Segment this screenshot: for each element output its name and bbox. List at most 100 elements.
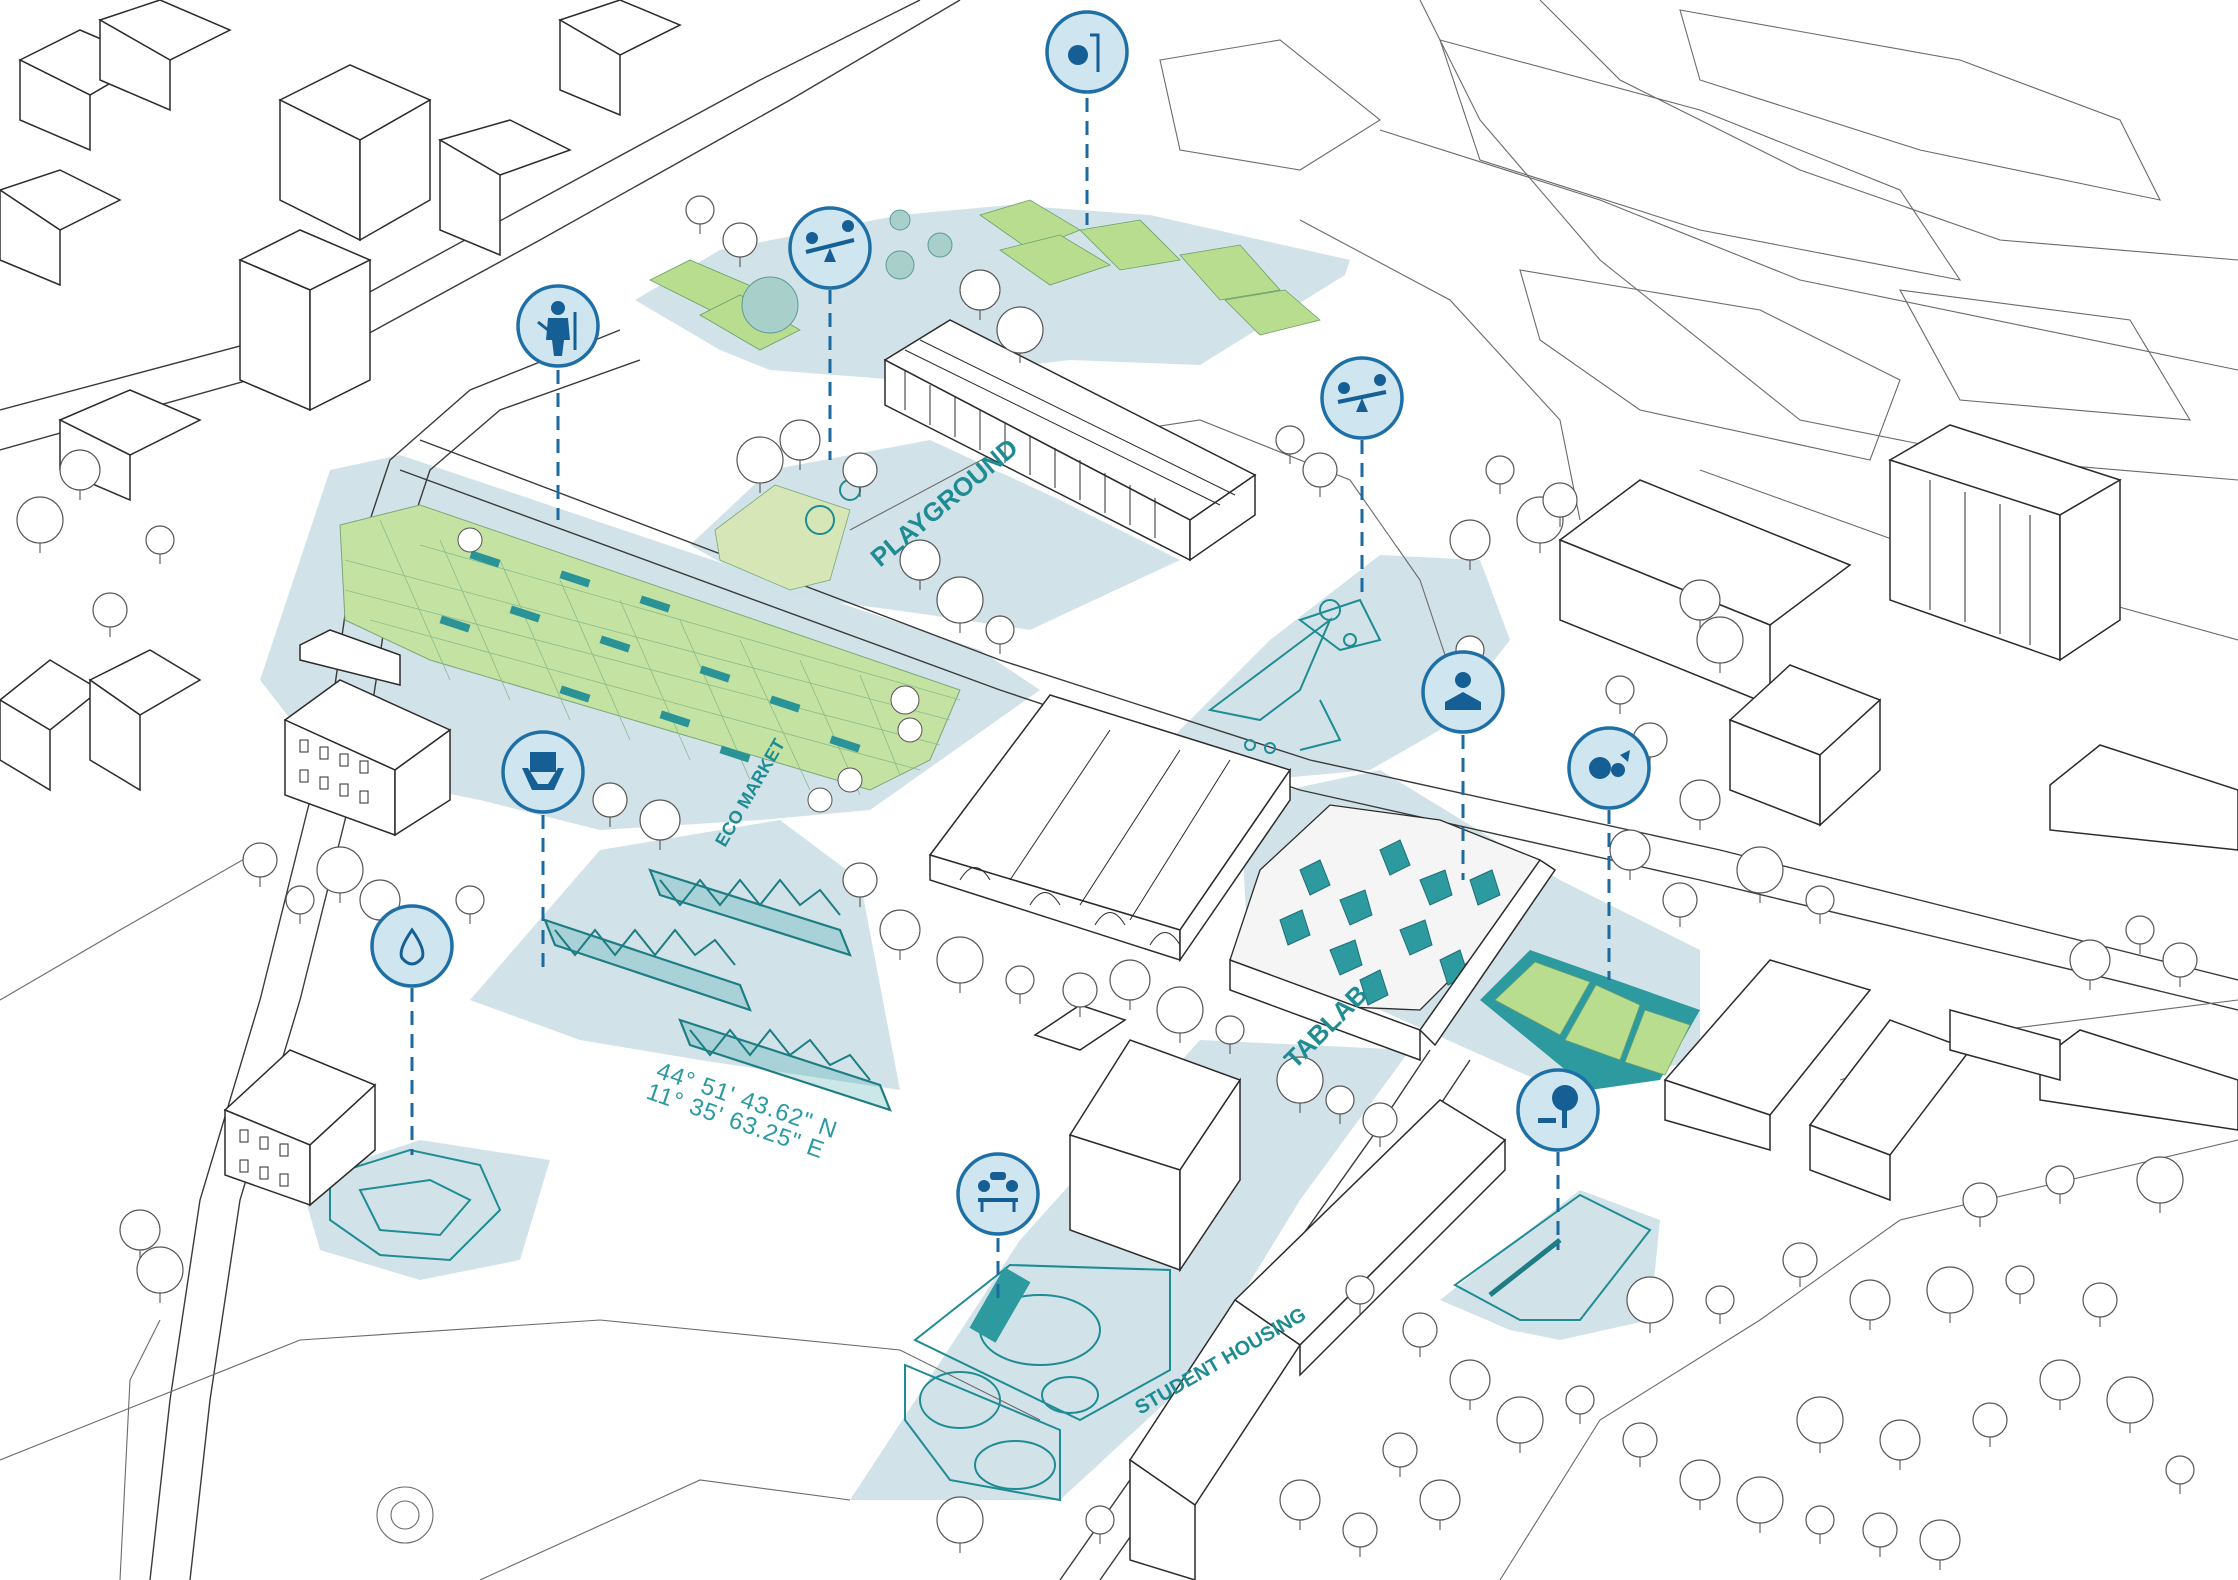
tree [1622,1422,1658,1458]
tree [2162,942,2198,978]
tree [1342,1512,1378,1548]
worker-tools-icon [537,301,577,356]
east-playground-structure [1207,598,1382,754]
marker-water[interactable] [370,904,454,1155]
student-housing-building [1128,1099,1507,1580]
tree [1805,885,1835,915]
tree [316,846,364,894]
tree [985,615,1015,645]
tree [2082,1282,2118,1318]
silo-complex [1558,424,2122,827]
tree [1215,1015,1245,1045]
tree [1302,452,1338,488]
tree [1972,1402,2008,1438]
basketball-icon [1068,33,1100,72]
tree [639,799,681,841]
tree [1005,965,1035,995]
tree [1736,846,1784,894]
tree [1062,972,1098,1008]
tree [879,909,921,951]
eco-market-pavilions [543,868,892,1112]
tree [779,419,821,461]
tree [1662,882,1698,918]
water-garden [329,1148,502,1262]
tree [1345,1275,1375,1305]
tree [685,195,715,225]
tree [1085,1505,1115,1535]
reading-person-icon [1445,672,1481,710]
tree [2039,1359,2081,1401]
meeting-table-icon [978,1172,1018,1212]
agricultural-fields [1159,9,2192,461]
tree [1279,1479,1321,1521]
tablab-hall [1229,858,1557,1062]
tree [2069,939,2111,981]
tree [936,1496,984,1544]
lettuce-icon [1589,750,1630,779]
marker-worker[interactable] [516,284,600,520]
seesaw-icon [1337,374,1387,412]
tree [16,496,64,544]
north-shed [883,319,1257,562]
tree [1849,1279,1891,1321]
tree [1782,1242,1818,1278]
tree [242,842,278,878]
marker-garden[interactable] [1567,726,1651,980]
tree [959,269,1001,311]
tree [1879,1419,1921,1461]
marker-market[interactable] [501,730,585,975]
market-shed [299,629,401,686]
seesaw-icon [805,220,855,262]
water-house [223,1049,377,1207]
marker-playground-north[interactable] [788,206,872,460]
tree [1109,959,1151,1001]
tree [936,936,984,984]
tree [1962,1182,1998,1218]
tree [2136,1156,2184,1204]
tree [145,525,175,555]
marker-park-bench[interactable] [1516,1068,1600,1250]
tree [996,306,1044,354]
east-buildings [1663,744,2238,1202]
marker-reading[interactable] [1421,650,1505,880]
tree [1609,829,1651,871]
marker-seesaw-east[interactable] [1320,356,1404,600]
south-event-plaza [904,1263,1171,1502]
tree [1919,1519,1961,1561]
west-villa [283,679,452,837]
marker-meeting[interactable] [956,1152,1040,1300]
tree [59,449,101,491]
tree [2005,1265,2035,1295]
northwest-city-blocks [0,0,682,792]
tree [1419,1479,1461,1521]
tree [92,592,128,628]
tree [2045,1165,2075,1195]
tree [1485,455,1515,485]
marker-sport[interactable] [1045,10,1129,225]
tree [1275,425,1305,455]
tree [842,452,878,488]
tree [1679,1459,1721,1501]
hands-sign-icon [522,752,564,790]
tree [1605,675,1635,705]
program-markers [370,10,1651,1300]
tree [1542,482,1578,518]
tree-bench-icon [1538,1085,1578,1128]
tree [1626,1276,1674,1324]
south-tower [1068,1039,1242,1273]
tree [1805,1505,1835,1535]
tree [285,885,315,915]
tree [1926,1266,1974,1314]
north-sports-fields [649,199,1321,351]
tree [1156,986,1204,1034]
sport-courts [1480,950,1700,1090]
tree [119,1209,161,1251]
tree [1362,1102,1398,1138]
tree [1449,1359,1491,1401]
tree [736,436,784,484]
tablab-pavilions [1229,804,1541,1011]
